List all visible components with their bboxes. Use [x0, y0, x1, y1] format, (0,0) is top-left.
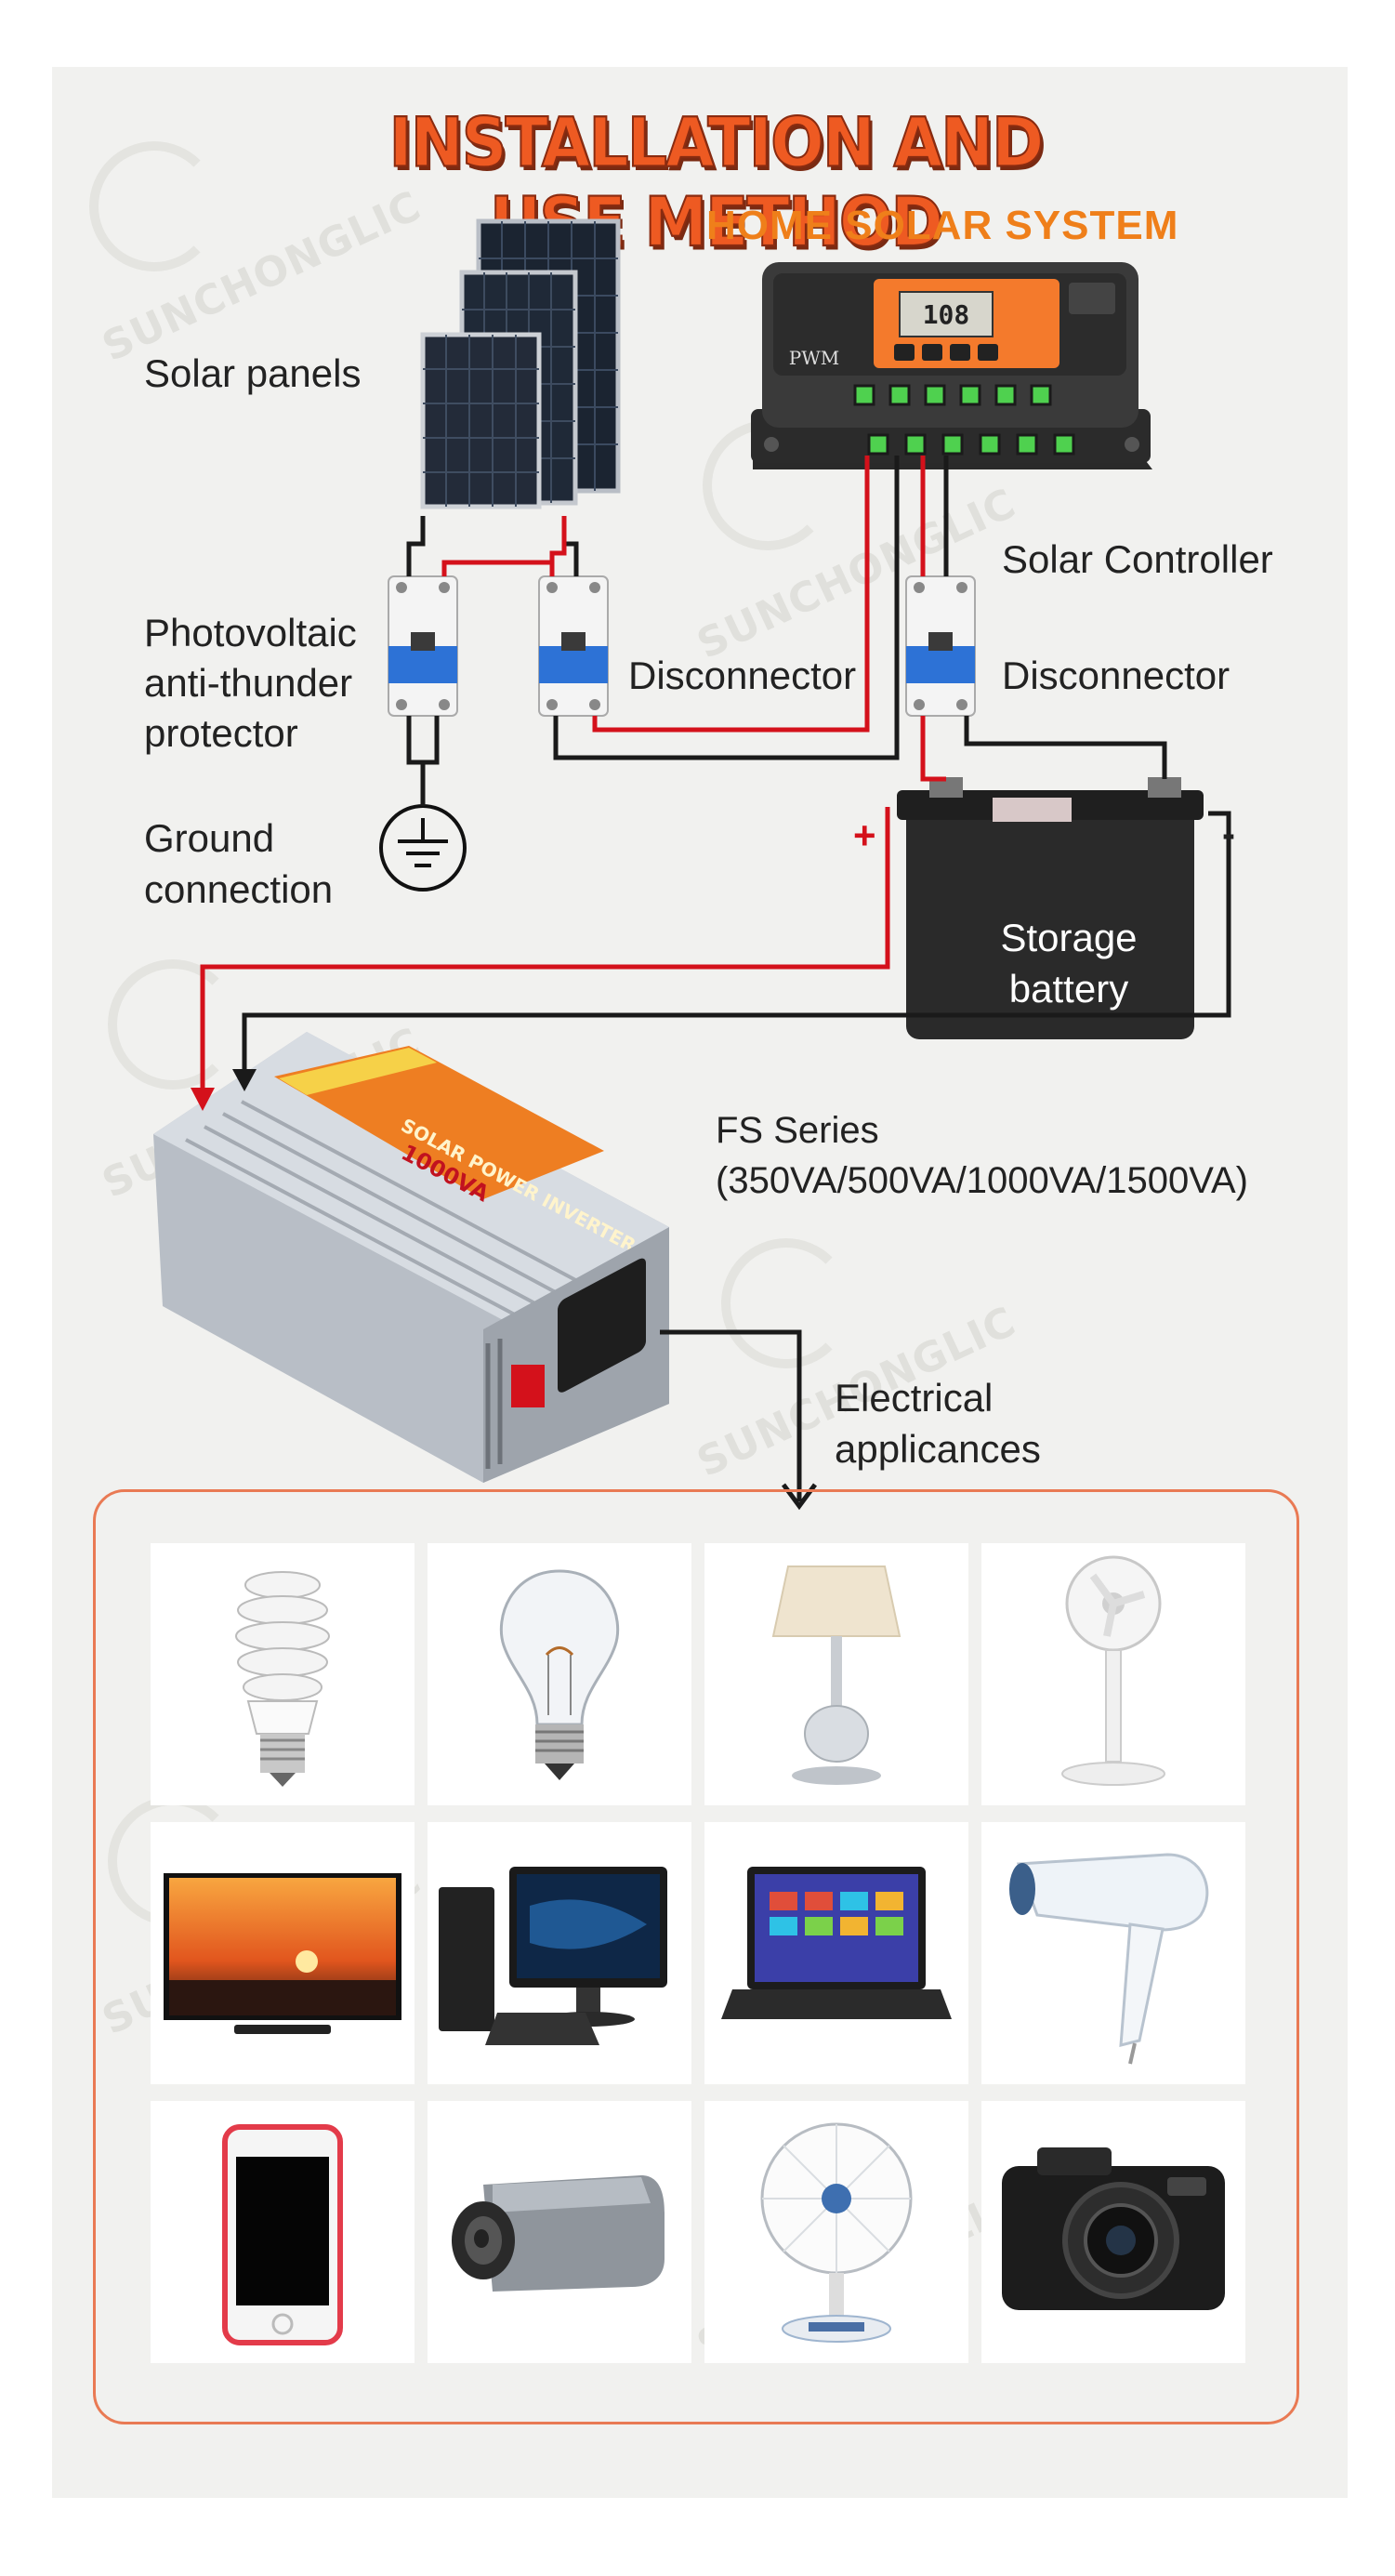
inverter-series-label-line2: (350VA/500VA/1000VA/1500VA)	[716, 1160, 1248, 1201]
appliance-cell	[428, 1543, 691, 1805]
ground-label-line1: Ground	[144, 816, 275, 860]
incandescent-bulb-icon	[499, 1569, 620, 1780]
controller-badge: PWM	[789, 347, 840, 369]
appliance-cell	[704, 2101, 968, 2363]
storage-battery-icon	[897, 777, 1204, 1039]
appliances-label-line2: applicances	[835, 1427, 1041, 1471]
ground-label-line2: connection	[144, 867, 334, 911]
desk-fan-icon	[760, 2122, 913, 2343]
solar-controller-label: Solar Controller	[1002, 537, 1273, 581]
battery-minus-label: -	[1222, 812, 1235, 855]
battery-label-line1: Storage	[1000, 916, 1138, 959]
arrow-head	[191, 1088, 215, 1111]
appliance-cell	[981, 1543, 1245, 1805]
digital-camera-icon	[1002, 2147, 1225, 2310]
appliance-cell	[151, 1822, 415, 2084]
appliances-label-line1: Electrical	[835, 1376, 994, 1420]
solar-panels-icon	[420, 218, 621, 509]
disconnector-right-label: Disconnector	[1002, 654, 1230, 697]
disconnector-right-icon	[905, 575, 976, 717]
appliances-frame	[93, 1489, 1299, 2424]
television-icon	[164, 1873, 401, 2034]
appliance-cell	[428, 1822, 691, 2084]
desktop-computer-icon	[439, 1867, 667, 2045]
pv-protector-icon	[388, 575, 458, 717]
disconnector-left-icon	[538, 575, 609, 717]
hair-dryer-icon	[1009, 1853, 1209, 2065]
smartphone-icon	[222, 2124, 343, 2345]
wires	[200, 456, 1231, 1501]
appliance-cell	[151, 2101, 415, 2363]
appliance-cell	[981, 2101, 1245, 2363]
appliance-cell	[981, 1822, 1245, 2084]
inverter-series-label-line1: FS Series	[716, 1110, 879, 1151]
battery-plus-label: +	[853, 813, 876, 857]
solar-panels-label: Solar panels	[144, 351, 362, 395]
solar-controller-icon: 108 PWM	[751, 262, 1152, 469]
controller-display: 108	[923, 299, 970, 330]
inverter-icon: SOLAR POWER INVERTER 1000VA	[153, 1032, 669, 1483]
appliance-cell	[704, 1822, 968, 2084]
camcorder-icon	[452, 2175, 665, 2292]
system-subtitle: HOME SOLAR SYSTEM	[706, 203, 1179, 248]
cfl-bulb-icon	[235, 1571, 330, 1787]
battery-label-line2: battery	[1008, 967, 1129, 1011]
appliance-cell	[704, 1543, 968, 1805]
pv-protector-label-line1: Photovoltaic	[144, 611, 357, 654]
table-lamp-icon	[771, 1565, 901, 1785]
disconnector-left-label: Disconnector	[628, 654, 857, 697]
appliance-cell	[151, 1543, 415, 1805]
ground-icon	[379, 804, 467, 892]
pv-protector-label-line2: anti-thunder	[144, 661, 353, 705]
arrow-head	[232, 1069, 257, 1091]
appliances-grid	[151, 1543, 1245, 2363]
laptop-icon	[721, 1867, 952, 2019]
pv-protector-label-line3: protector	[144, 711, 298, 755]
standing-fan-icon	[1061, 1555, 1165, 1786]
appliance-cell	[428, 2101, 691, 2363]
